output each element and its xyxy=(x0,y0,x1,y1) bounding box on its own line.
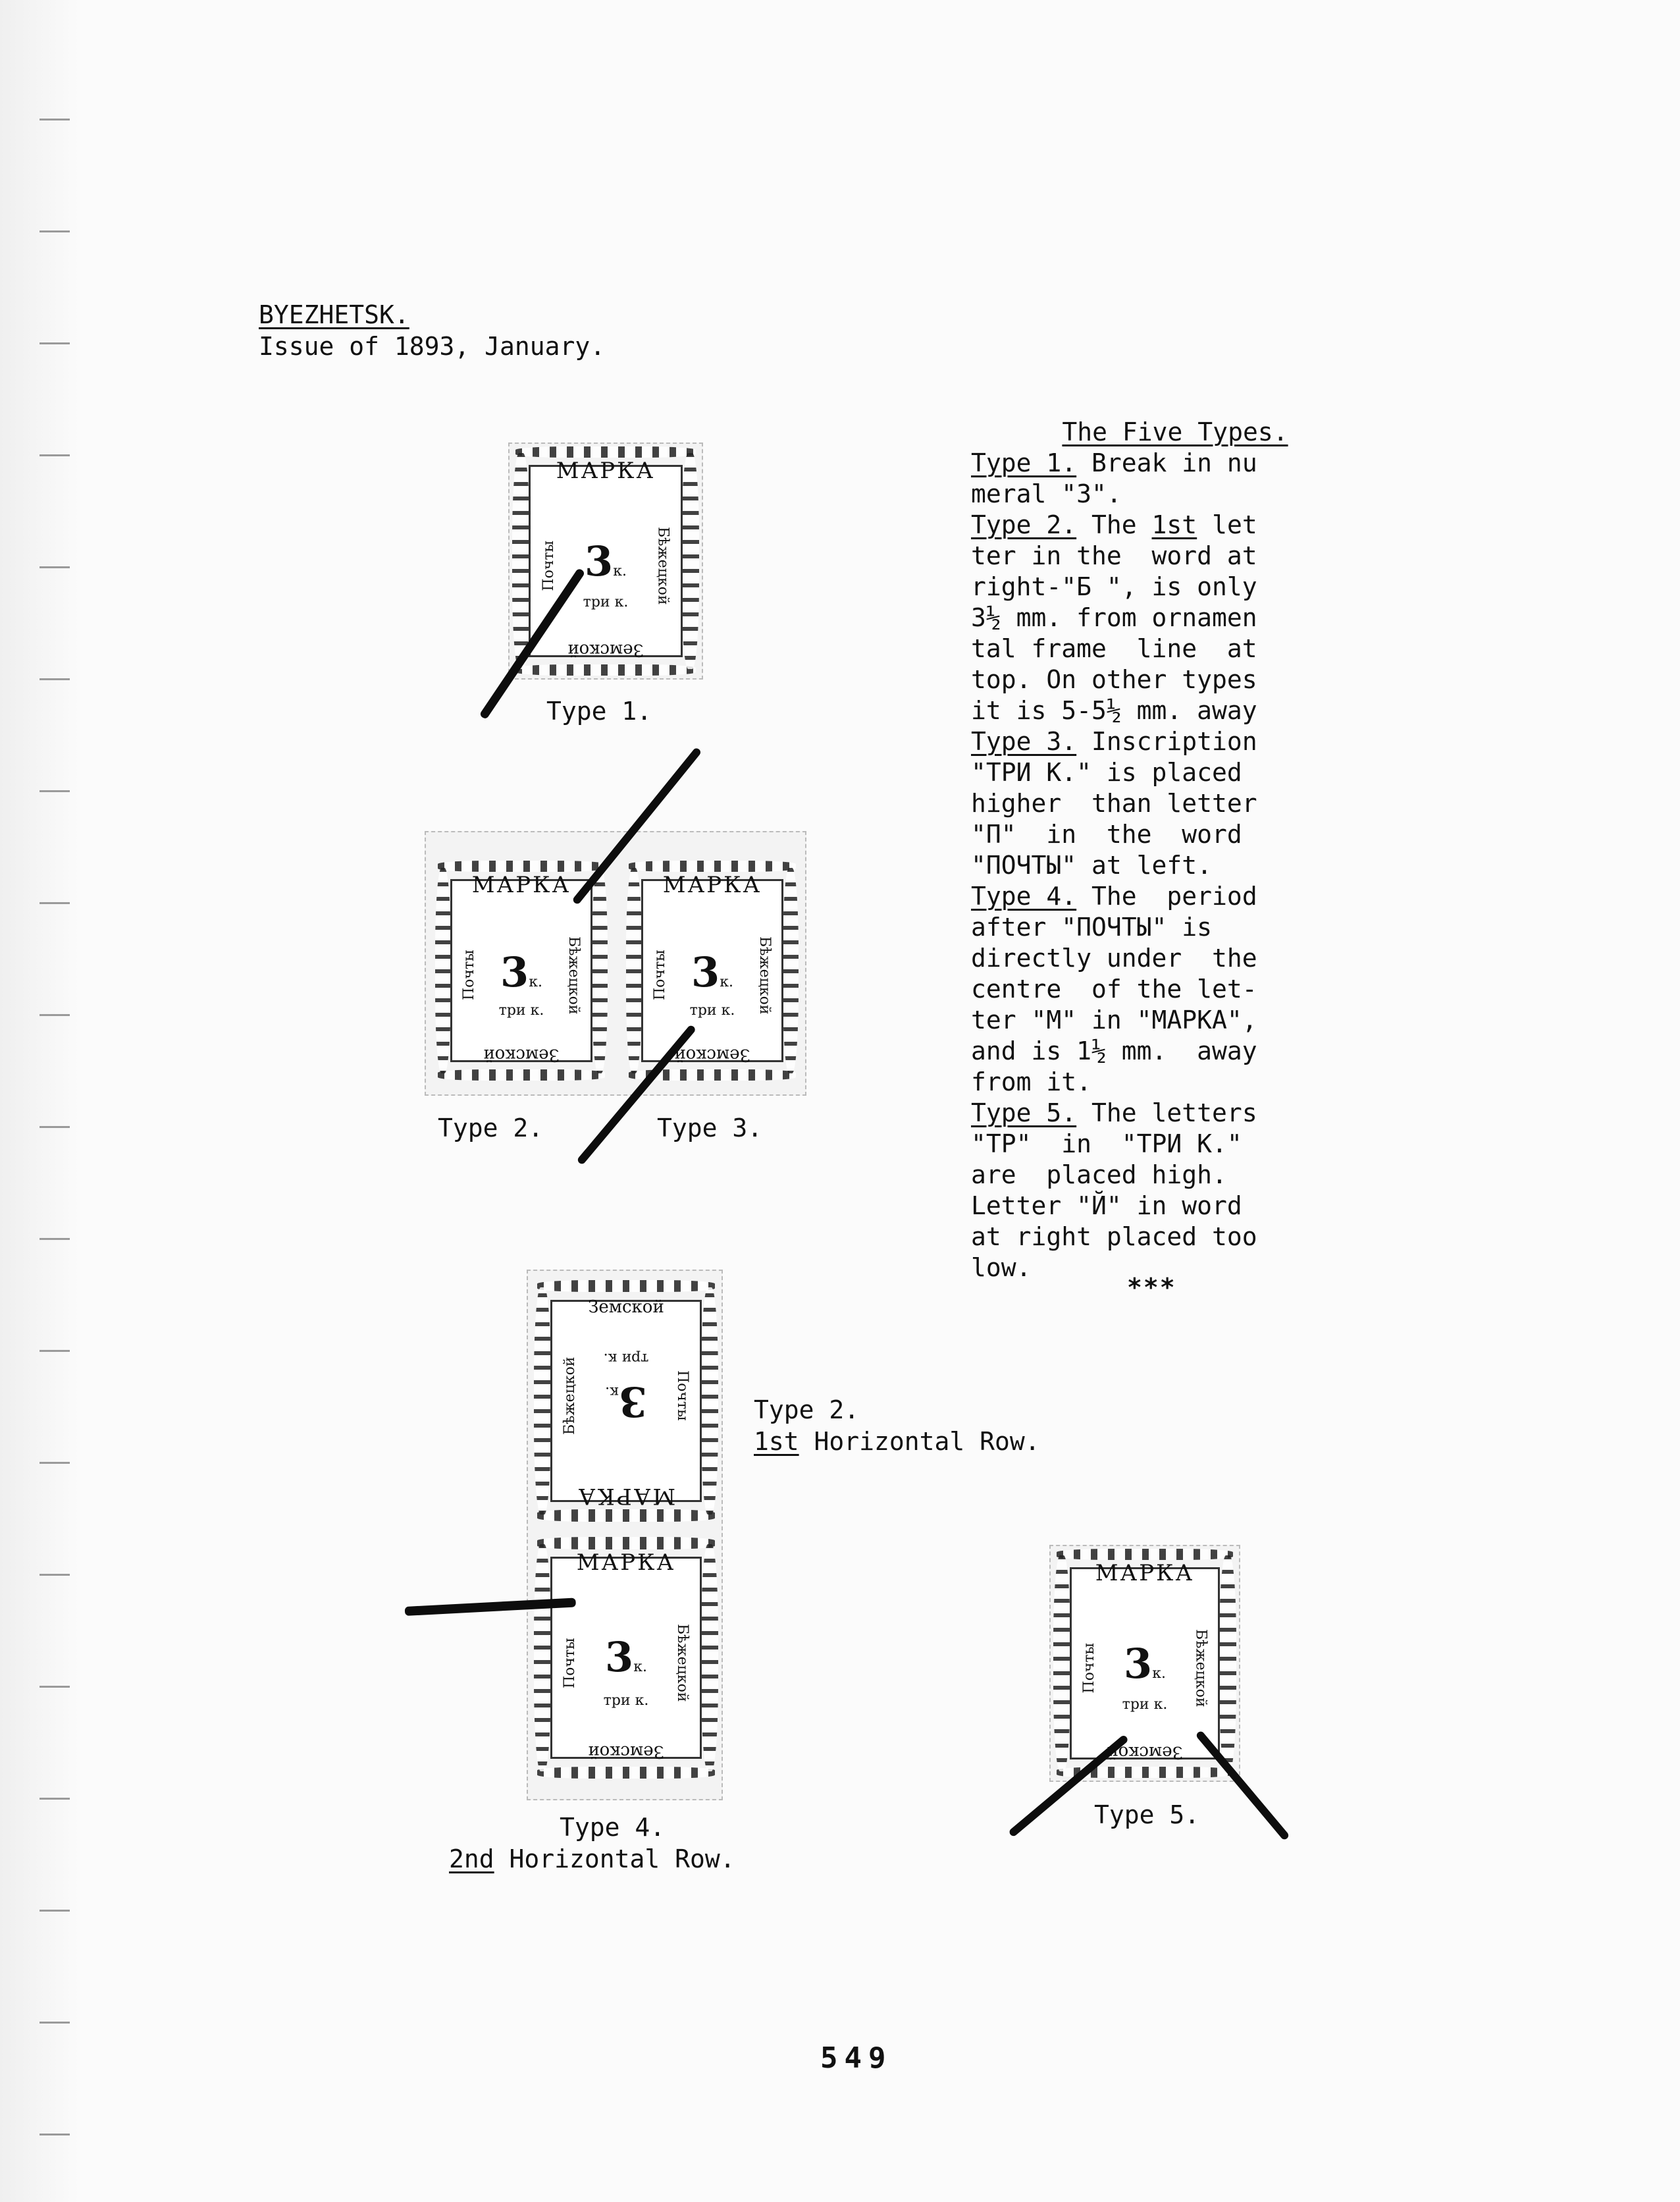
stamp-numeral: 3к. xyxy=(605,1378,647,1426)
stamp-top-text: МАРКА xyxy=(1095,1560,1195,1587)
stamp-top-text: МАРКА xyxy=(576,1483,676,1510)
text-line: 3½ mm. from ornamen xyxy=(971,603,1257,632)
binder-mark xyxy=(39,566,70,568)
binder-mark xyxy=(39,1462,70,1464)
binder-mark xyxy=(39,454,70,456)
text-line: after "ПОЧТЫ" is xyxy=(971,913,1213,942)
binder-mark xyxy=(39,790,70,792)
stamp-right-text: Бѣжецкой xyxy=(673,1623,691,1702)
text-line: top. On other types xyxy=(971,665,1257,694)
text-line: directly under the xyxy=(971,944,1257,973)
stamp-type-1: МАРКА Почты Бѣжецкой 3к. три к. Земской xyxy=(508,443,703,680)
stamp-type-3: МАРКА Почты Бѣжецкой 3к. три к. Земской xyxy=(623,859,801,1083)
stamp-numeral: 3к. xyxy=(500,948,542,996)
stamp-value-text: три к. xyxy=(498,1002,544,1019)
stamp-bottom-text: Земской xyxy=(483,1044,560,1065)
stamp-numeral: 3к. xyxy=(605,1633,647,1681)
stamp-type-4: МАРКА Почты Бѣжецкой 3к. три к. Земской xyxy=(531,1534,721,1781)
text-line: Letter "Й" in word xyxy=(971,1191,1242,1220)
type-5-desc: Type 5. The letters xyxy=(971,1098,1257,1127)
stamp-right-text: Бѣжецкой xyxy=(654,526,671,605)
stamp-value-text: три к. xyxy=(1122,1696,1168,1713)
caption-pair-type-2: Type 2. xyxy=(754,1395,860,1424)
stamp-top-text: МАРКА xyxy=(662,872,762,899)
text-line: meral "3". xyxy=(971,479,1122,508)
pointer-line xyxy=(1195,1730,1290,1841)
stamp-pair-vertical: МАРКА Почты Бѣжецкой 3к. три к. Земской … xyxy=(527,1270,723,1800)
text-line: it is 5-5½ mm. away xyxy=(971,696,1257,725)
binder-mark xyxy=(39,2022,70,2024)
binder-edge xyxy=(0,0,79,2202)
type-1-desc: Type 1. Break in nu xyxy=(971,448,1257,477)
binder-mark xyxy=(39,1126,70,1128)
text-line: at right placed too xyxy=(971,1222,1257,1251)
caption-type-5: Type 5. xyxy=(1094,1800,1200,1829)
text-line: tal frame line at xyxy=(971,634,1257,663)
types-description: The Five Types. Type 1. Break in nu mera… xyxy=(971,417,1340,1283)
text-line: are placed high. xyxy=(971,1160,1227,1189)
stamp-bottom-text: Земской xyxy=(674,1044,750,1065)
text-line: and is 1½ mm. away xyxy=(971,1036,1257,1065)
type-2-desc: Type 2. The 1st let xyxy=(971,510,1257,539)
binder-mark xyxy=(39,1910,70,1912)
stamp-value-text: три к. xyxy=(603,1692,649,1709)
type-3-desc: Type 3. Inscription xyxy=(971,727,1257,756)
text-line: right-"Б ", is only xyxy=(971,572,1257,601)
types-heading: The Five Types. xyxy=(1062,417,1288,446)
binder-mark xyxy=(39,1014,70,1016)
stamp-value-text: три к. xyxy=(603,1350,649,1366)
caption-type-2: Type 2. xyxy=(438,1114,544,1142)
binder-mark xyxy=(39,230,70,232)
page-number: 549 xyxy=(820,2041,893,2075)
page-subtitle: Issue of 1893, January. xyxy=(259,332,606,361)
caption-pair-row-2: 2nd Horizontal Row. xyxy=(449,1844,735,1873)
stamp-top-text: МАРКА xyxy=(556,458,656,485)
text-line: "П" in the word xyxy=(971,820,1242,849)
type-4-desc: Type 4. The period xyxy=(971,882,1257,911)
text-line: ter "M" in "MAPKA", xyxy=(971,1006,1257,1034)
stamp-right-text: Бѣжецкой xyxy=(1192,1628,1209,1707)
text-line: higher than letter xyxy=(971,789,1257,818)
binder-mark xyxy=(39,119,70,121)
stamp-bottom-text: Земской xyxy=(588,1742,664,1761)
stamp-type-2-inverted: МАРКА Почты Бѣжецкой 3к. три к. Земской xyxy=(531,1277,721,1524)
stamp-type-2: МАРКА Почты Бѣжецкой 3к. три к. Земской xyxy=(433,859,610,1083)
stamp-bottom-text: Земской xyxy=(588,1297,664,1317)
stamp-right-text: Бѣжецкой xyxy=(565,936,582,1015)
binder-mark xyxy=(39,1574,70,1576)
binder-mark xyxy=(39,1798,70,1800)
page-title: BYEZHETSK. xyxy=(259,300,409,329)
stamp-pair-type-2-3: МАРКА Почты Бѣжецкой 3к. три к. Земской … xyxy=(425,831,806,1096)
stamp-top-text: МАРКА xyxy=(471,872,571,899)
caption-pair-row-1: 1st Horizontal Row. xyxy=(754,1427,1040,1456)
caption-type-3: Type 3. xyxy=(657,1114,763,1142)
stamp-bottom-text: Земской xyxy=(567,639,644,660)
binder-mark xyxy=(39,1686,70,1688)
text-line: from it. xyxy=(971,1067,1092,1096)
binder-mark xyxy=(39,2134,70,2135)
text-line: "ТРИ К." is placed xyxy=(971,758,1242,787)
binder-mark xyxy=(39,902,70,904)
stamp-right-text: Бѣжецкой xyxy=(756,936,773,1015)
binder-mark xyxy=(39,678,70,680)
text-line: "TP" in "ТРИ К." xyxy=(971,1129,1242,1158)
binder-mark xyxy=(39,1238,70,1240)
caption-pair-type-4: Type 4. xyxy=(560,1813,666,1842)
caption-type-1: Type 1. xyxy=(546,697,652,726)
stamp-numeral: 3к. xyxy=(1124,1640,1166,1688)
text-line: low. xyxy=(971,1253,1032,1282)
stamp-value-text: три к. xyxy=(583,593,629,610)
binder-mark xyxy=(39,1350,70,1352)
stamp-numeral: 3к. xyxy=(691,948,733,996)
stamp-top-text: МАРКА xyxy=(576,1549,676,1576)
stamp-numeral: 3к. xyxy=(585,537,627,586)
binder-mark xyxy=(39,342,70,344)
text-line: "ПОЧТЫ" at left. xyxy=(971,851,1213,880)
text-line: ter in the word at xyxy=(971,541,1257,570)
end-mark: *** xyxy=(1127,1273,1176,1302)
text-line: centre of the let- xyxy=(971,975,1257,1004)
stamp-value-text: три к. xyxy=(689,1002,735,1019)
